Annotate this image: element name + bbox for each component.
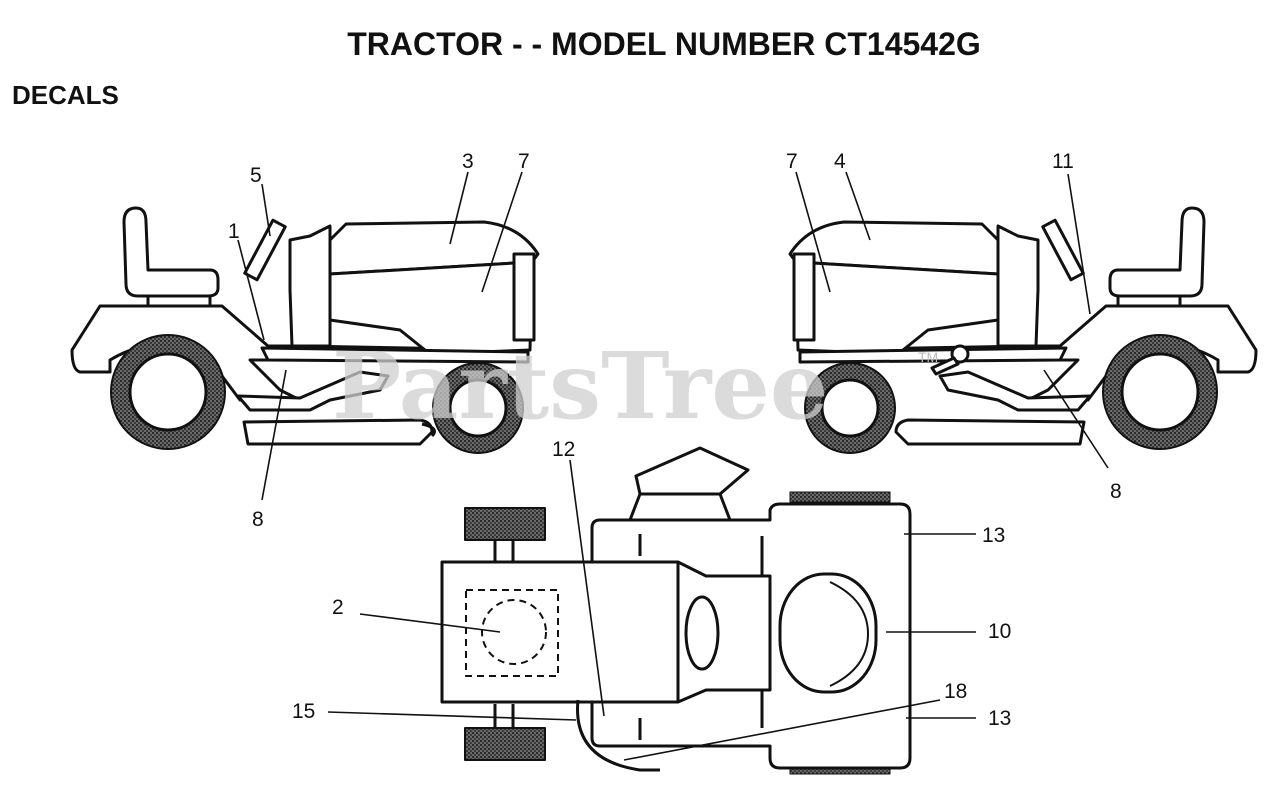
front-hub-right <box>820 378 880 438</box>
callout-5: 5 <box>250 164 262 187</box>
steering-column <box>288 224 332 348</box>
top-rear-tire-upper <box>464 507 546 541</box>
tractor-right-side-view <box>788 206 1258 454</box>
frame-rail <box>798 346 1068 364</box>
top-deck-arc <box>576 699 660 772</box>
top-front-tire-upper <box>789 491 891 503</box>
callout-10: 10 <box>988 620 1011 643</box>
leader-lines <box>237 171 1109 761</box>
watermark-tm: TM <box>918 349 938 365</box>
top-rear-tire-lower <box>464 727 546 761</box>
grille <box>792 252 816 342</box>
callout-18: 18 <box>944 680 967 703</box>
top-rear-box <box>440 560 680 704</box>
callout-7-left: 7 <box>518 150 530 173</box>
frame-rail <box>260 346 530 364</box>
top-dashed-circle <box>481 599 547 665</box>
key-switch <box>950 344 970 364</box>
tractor-top-view <box>440 446 912 775</box>
deck-rod <box>421 422 436 438</box>
rear-hub-left <box>128 352 208 432</box>
watermark: PartsTree <box>332 332 828 440</box>
callout-3: 3 <box>462 150 474 173</box>
section-heading: DECALS <box>12 80 119 110</box>
steering-wheel <box>1041 218 1085 282</box>
front-hub-left <box>448 378 508 438</box>
page-title: TRACTOR - - MODEL NUMBER CT14542G <box>347 26 981 62</box>
callout-13-top: 13 <box>982 524 1005 547</box>
steering-wheel <box>243 218 287 282</box>
tractor-left-tires <box>110 334 524 454</box>
top-seat-back <box>634 446 750 496</box>
seat <box>122 206 220 298</box>
top-seat-back-inner <box>628 492 732 522</box>
callout-2: 2 <box>332 596 344 619</box>
callout-1: 1 <box>228 220 240 243</box>
callout-7-right: 7 <box>786 150 798 173</box>
tractor-left-side-view <box>70 206 540 446</box>
footboard <box>938 370 1092 412</box>
callout-13-bottom: 13 <box>988 707 1011 730</box>
grille <box>512 252 536 342</box>
top-steering <box>684 595 720 671</box>
seat <box>1108 206 1206 298</box>
top-dashed-panel <box>465 589 559 677</box>
rear-hub-right <box>1120 352 1200 432</box>
callout-8-left: 8 <box>252 508 264 531</box>
callout-15: 15 <box>292 700 315 723</box>
mower-deck <box>894 418 1086 446</box>
callout-11: 11 <box>1052 150 1074 173</box>
callout-8-right: 8 <box>1110 480 1122 503</box>
steering-column <box>996 224 1040 348</box>
hood <box>788 220 1000 276</box>
footboard <box>236 370 390 412</box>
callout-4: 4 <box>834 150 846 173</box>
key-shaft <box>930 356 960 376</box>
callout-12: 12 <box>552 438 575 461</box>
hood <box>328 220 540 276</box>
top-hood-oval <box>778 572 878 694</box>
